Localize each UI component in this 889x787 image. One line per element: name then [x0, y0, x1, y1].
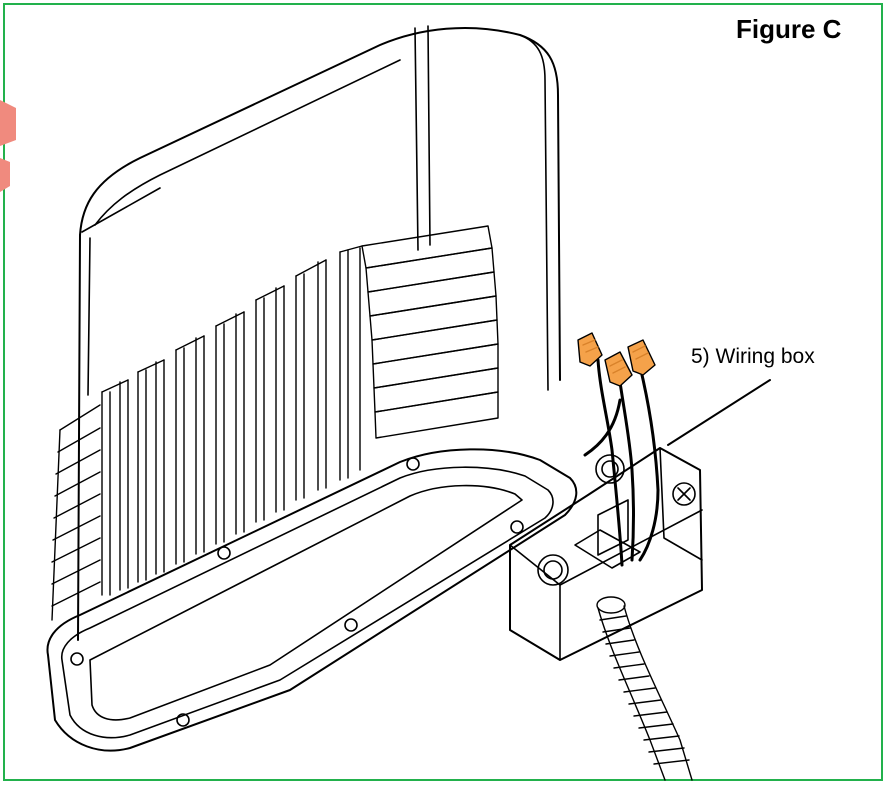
- housing-base: [46, 448, 578, 752]
- callout-leader-line: [667, 379, 771, 446]
- figure-frame: [3, 3, 883, 781]
- wire-nuts: [577, 332, 656, 387]
- flex-conduit: [596, 596, 693, 781]
- wiring-box-label: 5) Wiring box: [691, 345, 815, 368]
- wires: [583, 358, 660, 567]
- housing-top: [77, 25, 561, 641]
- corner-marks: [0, 100, 16, 192]
- figure-title: Figure C: [736, 14, 842, 44]
- side-louvres: [51, 404, 101, 621]
- louvres: [361, 225, 499, 439]
- vent-fins: [101, 245, 363, 596]
- wiring-box: [509, 447, 703, 661]
